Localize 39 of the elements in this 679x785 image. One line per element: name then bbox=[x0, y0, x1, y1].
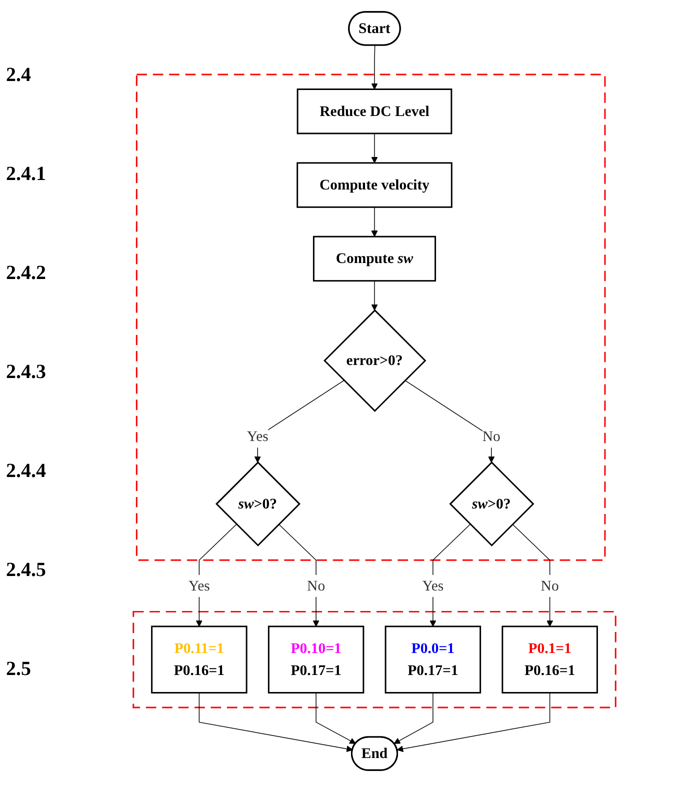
arrow bbox=[404, 380, 495, 463]
arrow bbox=[371, 280, 378, 311]
edge-label: No bbox=[540, 578, 559, 594]
node-diamond: sw>0? bbox=[216, 461, 300, 546]
arrow bbox=[198, 692, 353, 752]
arrow bbox=[371, 45, 378, 90]
arrow bbox=[371, 133, 378, 164]
edge-label: Yes bbox=[188, 578, 210, 594]
step-number: 2.4.4 bbox=[6, 460, 47, 483]
node-diamond: error>0? bbox=[324, 309, 426, 412]
cluster bbox=[132, 610, 616, 708]
edge-label: No bbox=[482, 428, 500, 445]
arrow bbox=[430, 524, 471, 627]
arrow bbox=[278, 524, 320, 627]
edge-label: Yes bbox=[422, 578, 444, 594]
node-box: P0.11=1 P0.16=1 bbox=[151, 626, 248, 694]
arrow bbox=[371, 206, 378, 237]
arrow bbox=[394, 692, 434, 744]
arrow bbox=[512, 524, 554, 627]
node-box: P0.10=1 P0.17=1 bbox=[268, 626, 364, 694]
step-number: 2.4.3 bbox=[6, 361, 47, 384]
step-number: 2.4.1 bbox=[6, 163, 47, 186]
node-diamond: sw>0? bbox=[449, 461, 534, 546]
node-box: Compute velocity bbox=[296, 162, 452, 208]
node-box: Reduce DC Level bbox=[296, 88, 452, 134]
step-number: 2.4.5 bbox=[6, 559, 47, 582]
arrow bbox=[396, 692, 550, 752]
node-box: P0.1=1 P0.16=1 bbox=[502, 626, 598, 694]
step-number: 2.5 bbox=[6, 658, 32, 681]
step-number: 2.4 bbox=[6, 64, 32, 87]
cluster bbox=[136, 74, 606, 561]
arrow bbox=[254, 380, 344, 463]
node-box: P0.0=1 P0.17=1 bbox=[384, 626, 482, 694]
node-box: Compute sw bbox=[312, 236, 436, 282]
arrow bbox=[196, 524, 237, 627]
step-number: 2.4.2 bbox=[6, 262, 47, 285]
edge-label: Yes bbox=[246, 428, 268, 445]
edge-label: No bbox=[307, 578, 326, 594]
arrow bbox=[316, 692, 356, 744]
